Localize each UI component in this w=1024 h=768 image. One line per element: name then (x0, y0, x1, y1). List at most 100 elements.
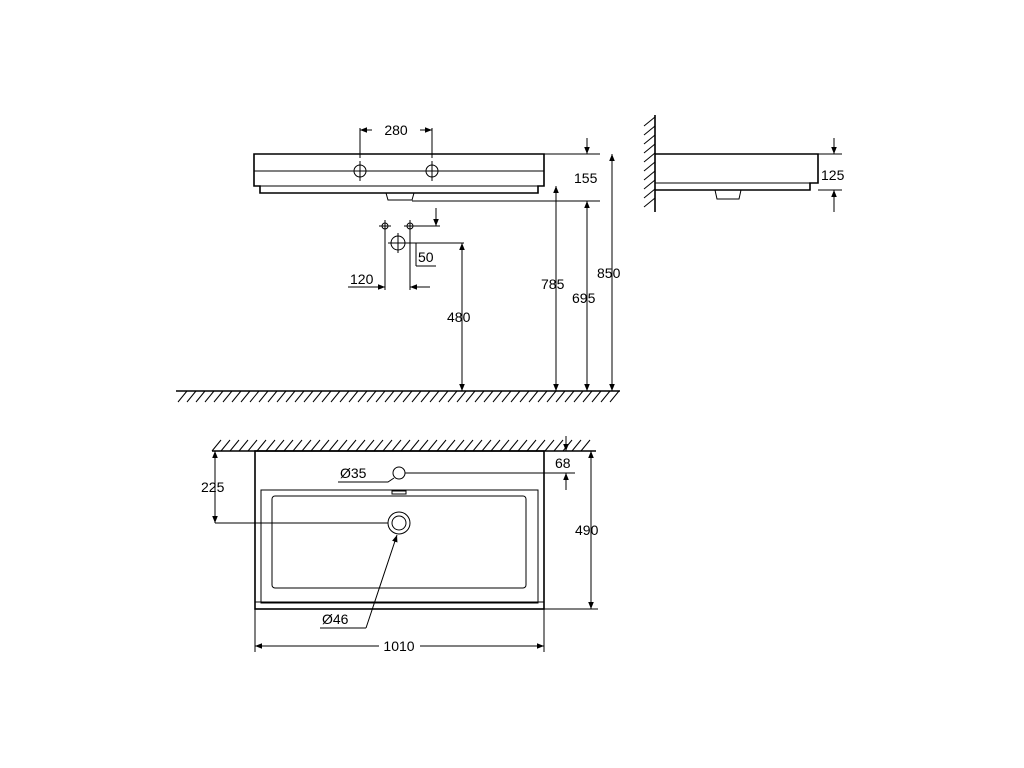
hatch-mark (409, 439, 420, 452)
hatch-mark (310, 439, 321, 452)
dim-faucet-spacing: 280 (384, 122, 408, 138)
hatch-mark (510, 390, 521, 403)
front-elevation: 280 155 50 (176, 122, 621, 403)
hatch-mark (643, 143, 656, 154)
hatch-mark (465, 390, 476, 403)
drain-stub (385, 192, 415, 201)
hatch-mark (312, 390, 323, 403)
dim-overall-depth: 490 (575, 522, 599, 538)
hatch-mark (643, 125, 656, 136)
hatch-mark (373, 439, 384, 452)
basin-side-outline (655, 153, 819, 191)
hatch-mark (319, 439, 330, 452)
hatch-mark (247, 439, 258, 452)
dim-trap-height: 785 (541, 276, 565, 292)
hatch-mark (573, 390, 584, 403)
hatch-mark (177, 390, 188, 403)
dim-supply-spacing: 120 (350, 271, 374, 287)
hatch-mark (447, 390, 458, 403)
hatch-mark (643, 197, 656, 208)
hatch-mark (555, 390, 566, 403)
hatch-mark (492, 390, 503, 403)
hatch-mark (582, 390, 593, 403)
hatch-mark (490, 439, 501, 452)
hatch-mark (355, 439, 366, 452)
basin-plan-rim (260, 489, 539, 604)
hatch-mark (393, 390, 404, 403)
hatch-mark (211, 439, 222, 452)
hatch-mark (591, 390, 602, 403)
hatch-mark (330, 390, 341, 403)
basin-plan-outline (254, 450, 545, 610)
hatch-mark (571, 439, 582, 452)
overflow-hole (392, 466, 406, 480)
dim-side-height: 125 (821, 167, 845, 183)
hatch-mark (456, 390, 467, 403)
hatch-mark (481, 439, 492, 452)
waste-point (388, 233, 408, 253)
hatch-mark (328, 439, 339, 452)
hatch-mark (609, 390, 620, 403)
hatch-mark (517, 439, 528, 452)
dim-overall-width: 1010 (383, 638, 414, 654)
hatch-mark (240, 390, 251, 403)
hatch-mark (643, 116, 656, 127)
dim-supply-height: 480 (447, 309, 471, 325)
hatch-mark (229, 439, 240, 452)
hatch-mark (402, 390, 413, 403)
hatch-mark (283, 439, 294, 452)
hatch-mark (186, 390, 197, 403)
dim-drain-depth: 225 (201, 479, 225, 495)
dim-drain-diameter: Ø46 (322, 611, 349, 627)
hatch-mark (438, 390, 449, 403)
hatch-mark (384, 390, 395, 403)
hatch-mark (528, 390, 539, 403)
hatch-mark (213, 390, 224, 403)
hatch-mark (483, 390, 494, 403)
basin-plan-bowl (271, 495, 527, 589)
hatch-mark (357, 390, 368, 403)
hatch-mark (643, 134, 656, 145)
hatch-mark (292, 439, 303, 452)
hatch-mark (643, 188, 656, 199)
hatch-mark (337, 439, 348, 452)
hatch-mark (274, 439, 285, 452)
hatch-mark (463, 439, 474, 452)
hatch-mark (339, 390, 350, 403)
hatch-mark (375, 390, 386, 403)
hatch-mark (643, 161, 656, 172)
dim-top-height: 850 (597, 265, 621, 281)
hatch-mark (537, 390, 548, 403)
hatch-mark (411, 390, 422, 403)
hatch-mark (238, 439, 249, 452)
side-elevation: 125 (643, 115, 845, 212)
hatch-mark (285, 390, 296, 403)
hatch-mark (258, 390, 269, 403)
dim-overflow-diameter: Ø35 (340, 465, 367, 481)
hatch-mark (204, 390, 215, 403)
hatch-mark (265, 439, 276, 452)
hatch-mark (366, 390, 377, 403)
hatch-mark (303, 390, 314, 403)
hatch-mark (535, 439, 546, 452)
hatch-mark (472, 439, 483, 452)
dim-rim-height: 155 (574, 170, 598, 186)
hatch-mark (519, 390, 530, 403)
hatch-mark (501, 390, 512, 403)
wall-hatching (643, 116, 656, 208)
hatch-mark (643, 170, 656, 181)
hatch-mark (474, 390, 485, 403)
hatch-mark (499, 439, 510, 452)
hatch-mark (454, 439, 465, 452)
supply-point-left (379, 220, 391, 232)
hatch-mark (267, 390, 278, 403)
hatch-mark (546, 390, 557, 403)
faucet-hole-left (350, 161, 370, 181)
faucet-hole-right (422, 161, 442, 181)
drain-outer (387, 511, 411, 535)
hatch-mark (429, 390, 440, 403)
hatch-mark (276, 390, 287, 403)
dim-supply-offset: 50 (418, 249, 434, 265)
hatch-mark (321, 390, 332, 403)
hatch-mark (420, 390, 431, 403)
